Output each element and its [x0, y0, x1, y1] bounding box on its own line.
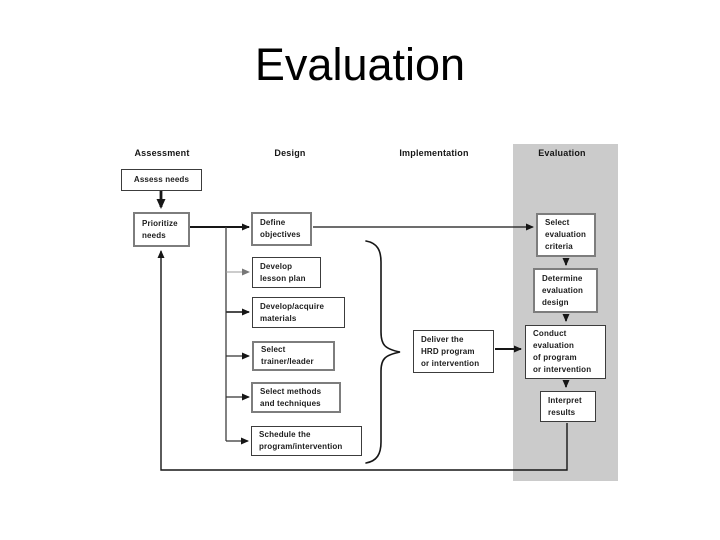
slide-title: Evaluation — [254, 39, 466, 90]
column-header-implementation: Implementation — [399, 148, 469, 158]
node-determine-evaluation-design: Determine evaluation design — [533, 268, 598, 313]
node-develop-acquire-materials: Develop/acquire materials — [252, 297, 345, 328]
node-prioritize-needs-label: Prioritize needs — [142, 218, 178, 240]
node-develop-lesson-plan-label: Develop lesson plan — [260, 261, 306, 283]
brace-design-to-deliver — [365, 240, 401, 464]
node-develop-lesson-plan: Develop lesson plan — [252, 257, 321, 288]
node-select-evaluation-criteria-label: Select evaluation criteria — [545, 218, 587, 251]
column-header-evaluation: Evaluation — [538, 148, 586, 158]
column-header-assessment: Assessment — [134, 148, 190, 158]
node-deliver-hrd-program-label: Deliver the HRD program or intervention — [421, 334, 480, 368]
node-conduct-evaluation-label: Conduct evaluation of program or interve… — [533, 329, 592, 374]
node-prioritize-needs: Prioritize needs — [133, 212, 190, 247]
node-schedule-program-intervention: Schedule the program/intervention — [251, 426, 362, 456]
node-interpret-results-label: Interpret results — [548, 395, 582, 417]
node-deliver-hrd-program: Deliver the HRD program or intervention — [413, 330, 494, 373]
node-conduct-evaluation: Conduct evaluation of program or interve… — [525, 325, 606, 379]
node-select-methods-techniques-label: Select methods and techniques — [260, 386, 322, 408]
node-develop-acquire-materials-label: Develop/acquire materials — [260, 301, 325, 323]
node-schedule-program-intervention-label: Schedule the program/intervention — [259, 430, 343, 451]
node-define-objectives-label: Define objectives — [260, 218, 301, 239]
node-determine-evaluation-design-label: Determine evaluation design — [542, 273, 584, 307]
feedback-loop-interpret-to-prioritize — [157, 250, 568, 471]
column-header-design: Design — [274, 148, 306, 158]
node-select-trainer-leader-label: Select trainer/leader — [261, 345, 314, 366]
node-select-methods-techniques: Select methods and techniques — [251, 382, 341, 413]
node-assess-needs: Assess needs — [121, 169, 202, 191]
node-interpret-results: Interpret results — [540, 391, 596, 422]
node-define-objectives: Define objectives — [251, 212, 312, 246]
node-assess-needs-label: Assess needs — [133, 175, 190, 184]
node-select-trainer-leader: Select trainer/leader — [252, 341, 335, 371]
node-select-evaluation-criteria: Select evaluation criteria — [536, 213, 596, 257]
